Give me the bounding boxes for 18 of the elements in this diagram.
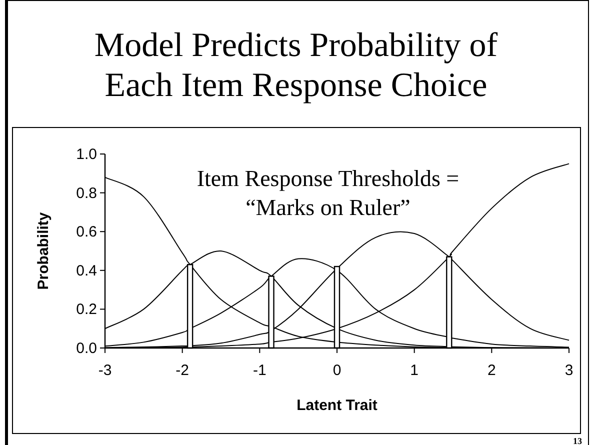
x-tick-label: 3 (564, 362, 574, 379)
x-tick-label: -2 (176, 362, 189, 379)
x-axis-title: Latent Trait (296, 397, 378, 414)
y-tick-label: 0.4 (76, 262, 97, 280)
y-tick-label: 0.2 (76, 301, 97, 318)
y-tick-label: 0.0 (76, 340, 97, 357)
x-tick-label: 0 (332, 362, 342, 379)
page-number: 13 (573, 436, 582, 445)
y-tick-label: 1.0 (76, 146, 97, 163)
y-tick-label: 0.6 (76, 224, 97, 241)
chart-annotation: Item Response Thresholds = “Marks on Ruler” (196, 165, 460, 222)
x-tick-label: -3 (98, 362, 112, 379)
slide-title: Model Predicts Probability of Each Item Response Choice (93, 26, 499, 106)
x-tick-label: -1 (253, 362, 266, 379)
x-tick-label: 1 (410, 362, 418, 379)
x-tick-label: 2 (488, 362, 496, 379)
y-axis-title: Probability (35, 212, 52, 290)
y-tick-label: 0.8 (76, 184, 97, 202)
